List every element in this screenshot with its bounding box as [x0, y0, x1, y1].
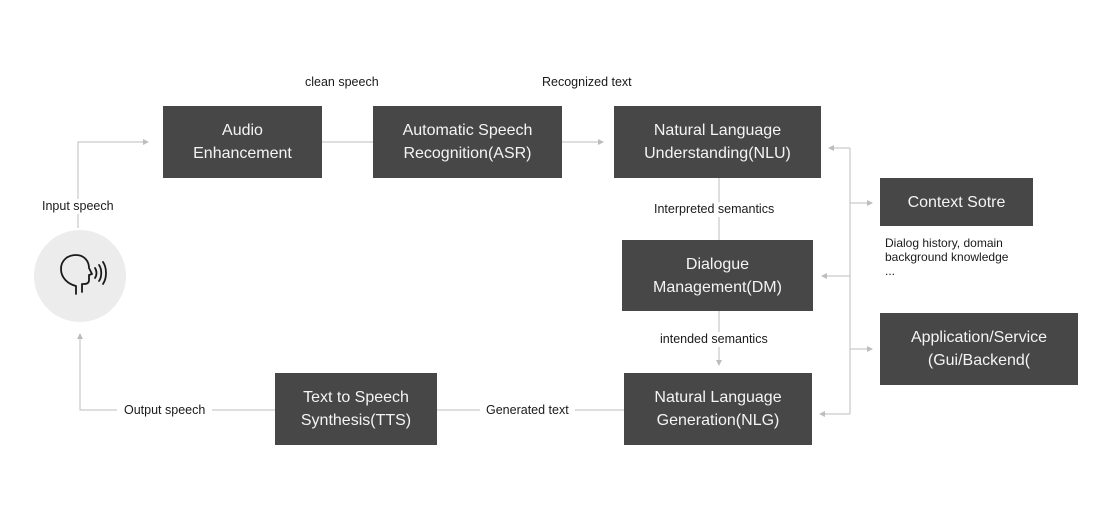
- tts-box: Text to Speech Synthesis(TTS): [275, 373, 437, 445]
- speaker-circle: [34, 230, 126, 322]
- recognized-text-label: Recognized text: [542, 75, 632, 90]
- output-speech-label: Output speech: [117, 403, 213, 418]
- asr-box: Automatic Speech Recognition(ASR): [373, 106, 562, 178]
- intended-semantics-label: intended semantics: [658, 332, 770, 347]
- application-service-box: Application/Service (Gui/Backend(: [880, 313, 1078, 385]
- audio-enhancement-box: Audio Enhancement: [163, 106, 322, 178]
- dm-box: Dialogue Management(DM): [622, 240, 813, 311]
- generated-text-label: Generated text: [480, 403, 575, 418]
- context-store-note: Dialog history, domain background knowle…: [885, 236, 1009, 278]
- output-speech-connector: [77, 333, 275, 411]
- nlu-box: Natural Language Understanding(NLU): [614, 106, 821, 178]
- input-speech-label: Input speech: [41, 199, 115, 214]
- nlg-box: Natural Language Generation(NLG): [624, 373, 812, 445]
- clean-speech-label: clean speech: [305, 75, 379, 90]
- interpreted-semantics-label: Interpreted semantics: [652, 202, 777, 217]
- speaking-head-icon: [60, 254, 107, 295]
- context-store-box: Context Sotre: [880, 178, 1033, 226]
- input-speech-connector: [77, 139, 149, 228]
